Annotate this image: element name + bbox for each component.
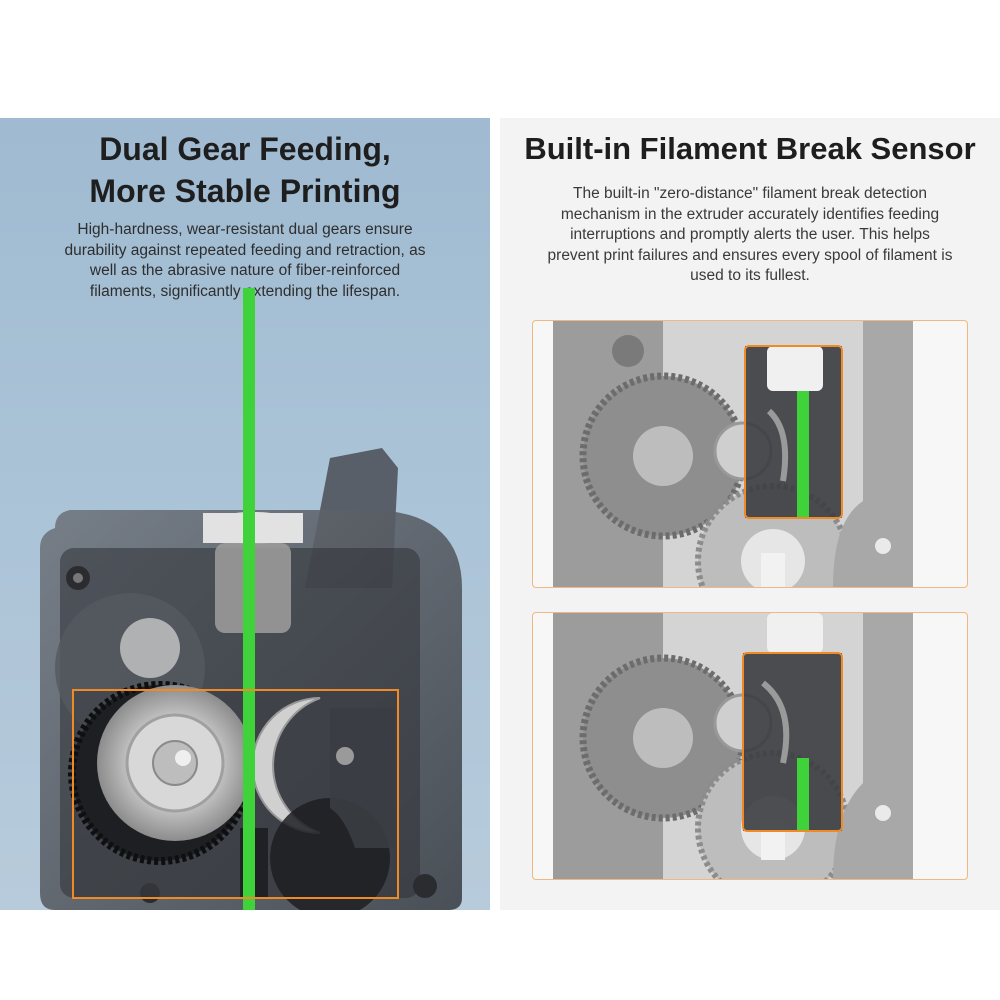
dual-gear-panel: Dual Gear Feeding, More Stable Printing … — [0, 118, 490, 910]
break-sensor-panel: Built-in Filament Break Sensor The built… — [500, 118, 1000, 910]
filament — [797, 391, 809, 518]
lever-hole — [875, 805, 891, 821]
left-gear-shaft — [175, 750, 191, 766]
bracket-pin — [336, 747, 354, 765]
lever-plate — [833, 321, 913, 587]
rear-gear-hub — [633, 426, 693, 486]
sensor-inset-filament-break — [532, 612, 968, 880]
break-sensor-description: The built-in "zero-distance" filament br… — [500, 184, 1000, 287]
dual-gear-desc-line-1: High-hardness, wear-resistant dual gears… — [77, 221, 413, 238]
rear-gear-hub — [633, 708, 693, 768]
lever-plate — [833, 613, 913, 879]
screw-bottom-right — [413, 874, 437, 898]
extruder-dual-gear-illustration — [40, 288, 462, 910]
break-sensor-desc-line-3: interruptions and promptly alerts the us… — [570, 226, 930, 243]
dual-gear-title-line-1: Dual Gear Feeding, — [99, 131, 391, 167]
sensor-highlight-box — [742, 652, 843, 832]
dual-gear-desc-line-2: durability against repeated feeding and … — [64, 241, 426, 259]
lever-hole — [875, 538, 891, 554]
dual-gear-title-line-2: More Stable Printing — [89, 173, 401, 209]
break-sensor-desc-line-1: The built-in "zero-distance" filament br… — [573, 185, 927, 202]
filament-bottom — [243, 828, 255, 910]
left-gear-hub — [152, 740, 198, 786]
filament-top — [243, 288, 255, 428]
break-sensor-desc-line-4: prevent print failures and ensures every… — [547, 246, 953, 264]
housing-screw — [612, 335, 644, 367]
sensor-highlight-box — [744, 345, 843, 519]
break-sensor-desc-line-5: used to its fullest. — [690, 267, 810, 284]
coupling — [767, 346, 823, 391]
coupling — [767, 613, 823, 653]
dual-gear-desc-line-3: well as the abrasive nature of fiber-rei… — [89, 262, 401, 279]
sensor-highlight-fill — [743, 653, 842, 831]
break-sensor-desc-line-2: mechanism in the extruder accurately ide… — [560, 205, 940, 223]
sensor-inset-filament-present — [532, 320, 968, 588]
dual-gear-title: Dual Gear Feeding, More Stable Printing — [0, 128, 490, 212]
sensor-lever — [766, 408, 789, 482]
rear-gear-hub — [120, 618, 180, 678]
break-sensor-title: Built-in Filament Break Sensor — [524, 131, 976, 166]
screw-top-left-center — [73, 573, 83, 583]
drive-gear-shaft — [761, 553, 785, 587]
sensor-lever — [761, 680, 790, 764]
filament-end — [797, 758, 809, 831]
sensor-illustration-present — [553, 321, 913, 587]
sensor-illustration-break — [553, 613, 913, 879]
gear-highlight-box — [72, 689, 399, 899]
idler-bracket — [330, 708, 395, 848]
